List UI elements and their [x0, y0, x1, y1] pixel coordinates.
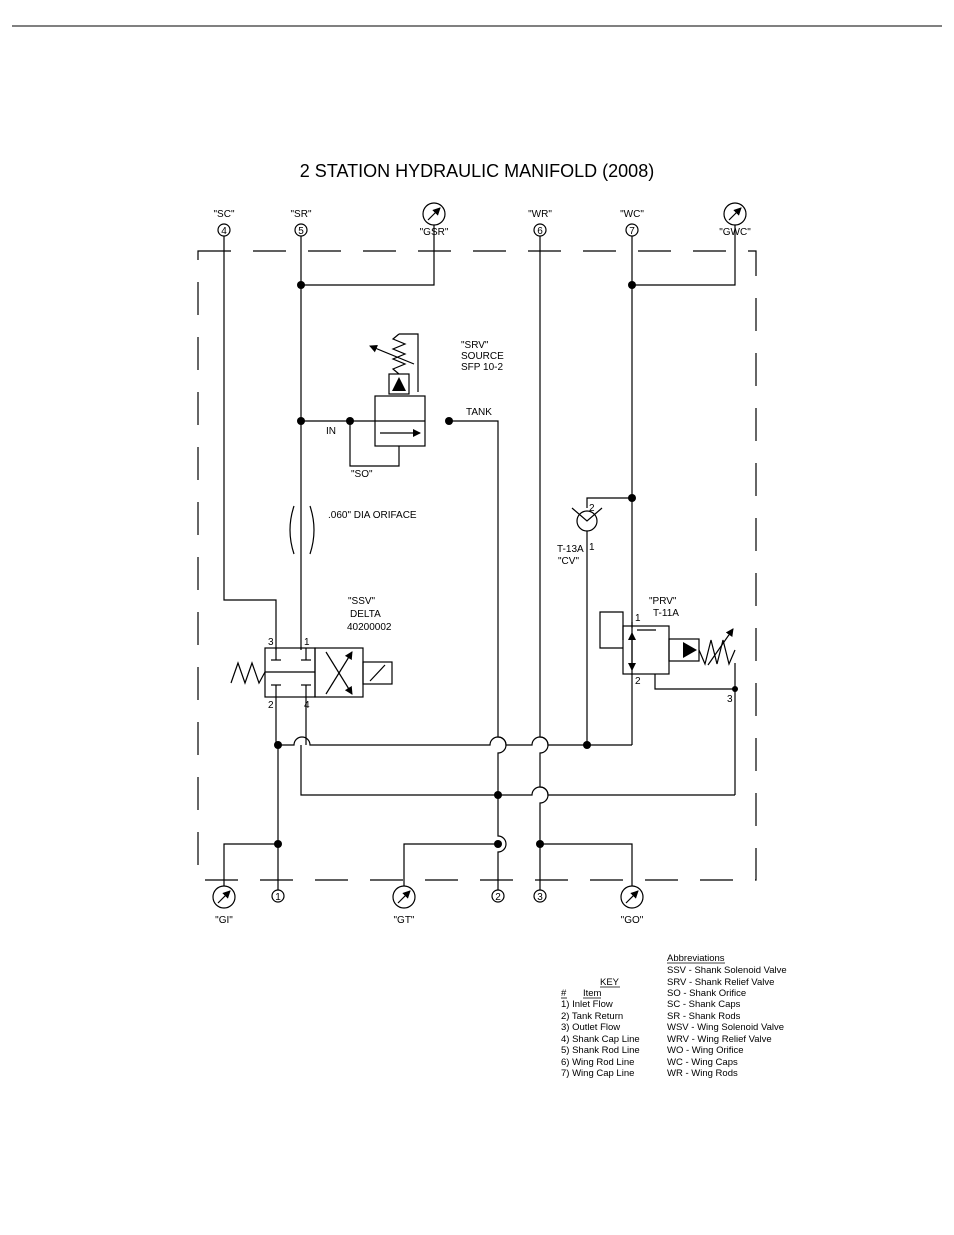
svg-text:T-11A: T-11A — [653, 608, 679, 619]
svg-text:#: # — [561, 988, 567, 999]
srv-label-3: SFP 10-2 — [461, 362, 503, 373]
svg-text:5) Shank Rod Line: 5) Shank Rod Line — [561, 1045, 640, 1056]
srv-valve: "SRV" SOURCE SFP 10-2 IN TANK "SO" — [326, 333, 504, 480]
port-tank: 2 — [491, 889, 505, 903]
svg-text:T-13A: T-13A — [557, 544, 584, 555]
srv-in-label: IN — [326, 426, 336, 437]
port-sc: "SC" 4 — [214, 209, 235, 237]
key-title: KEY — [600, 977, 620, 988]
svg-text:"GO": "GO" — [621, 915, 644, 926]
srv-label-1: "SRV" — [461, 340, 489, 351]
svg-text:7: 7 — [629, 226, 635, 237]
srv-label-2: SOURCE — [461, 351, 504, 362]
check-valve: 2 1 T-13A "CV" — [557, 503, 603, 567]
svg-text:3: 3 — [537, 892, 543, 903]
svg-text:6: 6 — [537, 226, 543, 237]
svg-text:2: 2 — [589, 503, 595, 514]
svg-text:Item: Item — [583, 988, 602, 999]
svg-text:"SR": "SR" — [291, 209, 312, 220]
svg-text:"PRV": "PRV" — [649, 596, 677, 607]
svg-text:"WR": "WR" — [528, 209, 552, 220]
svg-text:"SC": "SC" — [214, 209, 235, 220]
hydraulic-lines — [223, 225, 736, 890]
svg-text:2: 2 — [495, 892, 501, 903]
ssv-valve: "SSV" DELTA 40200002 3 1 2 4 — [230, 596, 393, 711]
svg-text:"WC": "WC" — [620, 209, 644, 220]
svg-text:3: 3 — [727, 694, 733, 705]
svg-text:1: 1 — [635, 613, 641, 624]
svg-text:5: 5 — [298, 226, 304, 237]
page-title: 2 STATION HYDRAULIC MANIFOLD (2008) — [300, 161, 654, 181]
ssv-label-2: DELTA — [350, 609, 381, 620]
port-sr: "SR" 5 — [291, 209, 312, 237]
svg-text:2: 2 — [635, 676, 641, 687]
so-label: "SO" — [351, 469, 373, 480]
svg-text:WR - Wing Rods: WR - Wing Rods — [667, 1068, 738, 1079]
svg-text:SR - Shank Rods: SR - Shank Rods — [667, 1011, 741, 1022]
prv-valve: "PRV" T-11A 1 2 3 — [599, 596, 736, 705]
svg-text:WC - Wing Caps: WC - Wing Caps — [667, 1057, 738, 1068]
svg-text:"GI": "GI" — [215, 915, 233, 926]
svg-text:4: 4 — [221, 226, 227, 237]
svg-text:1: 1 — [589, 542, 595, 553]
svg-text:4) Shank Cap Line: 4) Shank Cap Line — [561, 1034, 640, 1045]
svg-text:1: 1 — [275, 892, 281, 903]
svg-text:1) Inlet Flow: 1) Inlet Flow — [561, 999, 613, 1010]
ssv-label-1: "SSV" — [348, 596, 376, 607]
key-table: KEY # Item 1) Inlet Flow 2) Tank Return … — [561, 977, 640, 1079]
svg-text:7) Wing Cap Line: 7) Wing Cap Line — [561, 1068, 634, 1079]
svg-text:"CV": "CV" — [558, 556, 579, 567]
svg-text:WSV - Wing Solenoid Valve: WSV - Wing Solenoid Valve — [667, 1022, 784, 1033]
srv-tank-label: TANK — [466, 407, 492, 418]
svg-text:SRV - Shank Relief Valve: SRV - Shank Relief Valve — [667, 977, 774, 988]
svg-text:.060" DIA ORIFACE: .060" DIA ORIFACE — [328, 510, 417, 521]
gauge-gt: "GT" — [392, 885, 416, 926]
ssv-port-4: 4 — [304, 700, 310, 711]
abbreviations-list: Abbreviations SSV - Shank Solenoid Valve… — [667, 953, 787, 1079]
svg-text:6) Wing Rod Line: 6) Wing Rod Line — [561, 1057, 634, 1068]
ssv-port-1: 1 — [304, 637, 310, 648]
svg-text:WRV - Wing Relief Valve: WRV - Wing Relief Valve — [667, 1034, 772, 1045]
orifice-symbol: .060" DIA ORIFACE — [289, 505, 417, 555]
ssv-port-2: 2 — [268, 700, 274, 711]
svg-text:SSV - Shank Solenoid Valve: SSV - Shank Solenoid Valve — [667, 965, 787, 976]
svg-text:WO - Wing Orifice: WO - Wing Orifice — [667, 1045, 744, 1056]
port-outlet: 3 — [533, 889, 547, 903]
port-wr: "WR" 6 — [528, 209, 552, 237]
port-inlet: 1 — [271, 889, 285, 903]
gauge-go: "GO" — [620, 885, 644, 926]
ssv-label-3: 40200002 — [347, 622, 392, 633]
svg-text:SO - Shank Orifice: SO - Shank Orifice — [667, 988, 746, 999]
junction-dots — [274, 281, 738, 848]
svg-text:"GT": "GT" — [394, 915, 415, 926]
manifold-boundary — [197, 250, 757, 881]
svg-text:SC - Shank Caps: SC - Shank Caps — [667, 999, 741, 1010]
ssv-port-3: 3 — [268, 637, 274, 648]
port-wc: "WC" 7 — [620, 209, 644, 237]
svg-text:2) Tank Return: 2) Tank Return — [561, 1011, 623, 1022]
abbreviations-title: Abbreviations — [667, 953, 725, 964]
svg-text:3) Outlet Flow: 3) Outlet Flow — [561, 1022, 620, 1033]
gauge-gi: "GI" — [212, 885, 236, 926]
